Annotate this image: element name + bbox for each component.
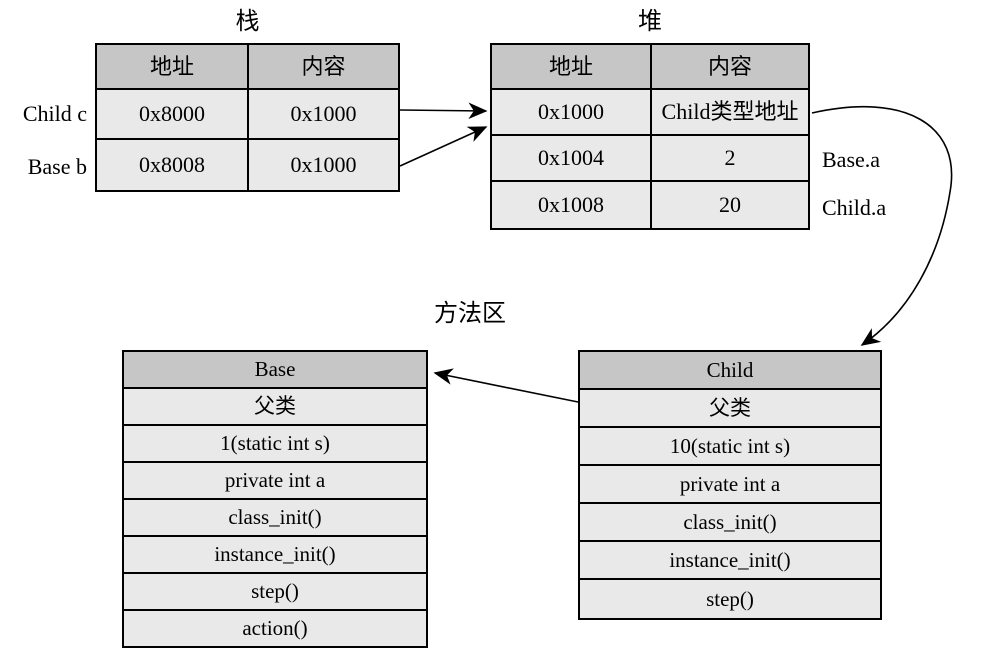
- stack-row-label-base-b: Base b: [27, 154, 87, 179]
- child-class-row-step: step(): [580, 580, 880, 618]
- stack-row-child-c: 0x8000 0x1000: [97, 90, 398, 140]
- base-class-step: step(): [124, 574, 426, 609]
- base-class-row-parent: 父类: [124, 389, 426, 426]
- heap-table: 地址 内容 0x1000 Child类型地址 0x1004 2 0x1008 2…: [490, 43, 810, 230]
- child-class-class-init: class_init(): [580, 504, 880, 540]
- heap-0x1004-content: 2: [652, 136, 808, 180]
- arrow-stack-childc-to-heap: [399, 102, 488, 120]
- child-class-title: Child: [580, 352, 880, 388]
- base-class-row-private-a: private int a: [124, 463, 426, 500]
- stack-header-row: 地址 内容: [97, 45, 398, 90]
- stack-baseb-address: 0x8008: [97, 140, 249, 190]
- base-class-static: 1(static int s): [124, 426, 426, 461]
- child-class-step: step(): [580, 580, 880, 618]
- stack-header-address: 地址: [97, 45, 249, 88]
- stack-title: 栈: [235, 9, 260, 35]
- child-class-instance-init: instance_init(): [580, 542, 880, 578]
- stack-baseb-content: 0x1000: [249, 140, 398, 190]
- heap-row-0x1004: 0x1004 2: [492, 136, 808, 182]
- base-class-instance-init: instance_init(): [124, 537, 426, 572]
- stack-header-content: 内容: [249, 45, 398, 88]
- stack-row-label-child-c: Child c: [22, 101, 87, 126]
- child-class-parent: 父类: [580, 390, 880, 426]
- heap-0x1000-content: Child类型地址: [652, 90, 808, 134]
- heap-row-0x1008: 0x1008 20: [492, 182, 808, 228]
- arrow-stack-baseb-to-heap: [399, 126, 488, 167]
- stack-table: 地址 内容 0x8000 0x1000 0x8008 0x1000: [95, 43, 400, 192]
- arrow-heap-to-child-class: [811, 105, 953, 346]
- base-class-row-instance-init: instance_init(): [124, 537, 426, 574]
- child-class-row-class-init: class_init(): [580, 504, 880, 542]
- base-class-title: Base: [124, 352, 426, 387]
- base-class-action: action(): [124, 611, 426, 646]
- heap-note-base-a: Base.a: [822, 147, 881, 172]
- child-class-static: 10(static int s): [580, 428, 880, 464]
- arrow-child-class-to-base-class: [433, 368, 579, 403]
- child-class-private-a: private int a: [580, 466, 880, 502]
- child-class-row-instance-init: instance_init(): [580, 542, 880, 580]
- heap-note-child-a: Child.a: [822, 195, 887, 220]
- child-class-row-private-a: private int a: [580, 466, 880, 504]
- base-class-header-row: Base: [124, 352, 426, 389]
- heap-0x1008-address: 0x1008: [492, 182, 652, 228]
- base-class-row-class-init: class_init(): [124, 500, 426, 537]
- heap-header-address: 地址: [492, 45, 652, 88]
- stack-childc-address: 0x8000: [97, 90, 249, 138]
- base-class-table: Base 父类 1(static int s) private int a cl…: [122, 350, 428, 648]
- heap-0x1004-address: 0x1004: [492, 136, 652, 180]
- child-class-table: Child 父类 10(static int s) private int a …: [578, 350, 882, 620]
- heap-header-row: 地址 内容: [492, 45, 808, 90]
- method-area-title: 方法区: [434, 301, 506, 327]
- child-class-row-static: 10(static int s): [580, 428, 880, 466]
- stack-childc-content: 0x1000: [249, 90, 398, 138]
- base-class-class-init: class_init(): [124, 500, 426, 535]
- base-class-parent: 父类: [124, 389, 426, 424]
- heap-title: 堆: [638, 9, 662, 35]
- heap-row-0x1000: 0x1000 Child类型地址: [492, 90, 808, 136]
- child-class-header-row: Child: [580, 352, 880, 390]
- heap-header-content: 内容: [652, 45, 808, 88]
- heap-0x1008-content: 20: [652, 182, 808, 228]
- base-class-row-static: 1(static int s): [124, 426, 426, 463]
- child-class-row-parent: 父类: [580, 390, 880, 428]
- stack-row-base-b: 0x8008 0x1000: [97, 140, 398, 190]
- heap-0x1000-address: 0x1000: [492, 90, 652, 134]
- base-class-row-step: step(): [124, 574, 426, 611]
- base-class-row-action: action(): [124, 611, 426, 646]
- base-class-private-a: private int a: [124, 463, 426, 498]
